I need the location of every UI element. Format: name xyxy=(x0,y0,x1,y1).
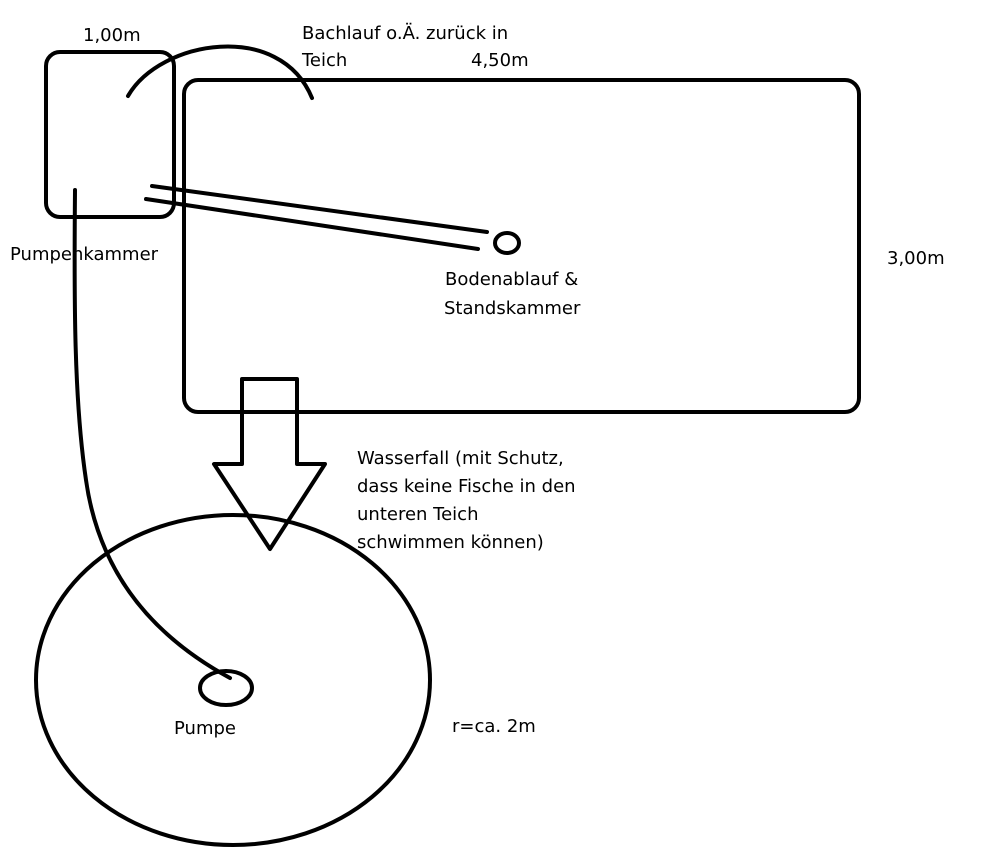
bachlauf-arc xyxy=(126,44,314,100)
pump xyxy=(198,669,254,707)
pond-length-label: 4,50m xyxy=(471,50,529,71)
bachlauf-label-line1: Bachlauf o.Ä. zurück in xyxy=(302,23,509,44)
wasserfall-label-line1: Wasserfall (mit Schutz, xyxy=(357,448,564,469)
bodenablauf-label-line2: Standskammer xyxy=(444,298,581,319)
upper-pond xyxy=(182,78,861,414)
wasserfall-label-line4: schwimmen können) xyxy=(357,532,544,553)
bachlauf-label-line2: Teich xyxy=(302,50,348,71)
pumpenkammer-width-label: 1,00m xyxy=(83,25,141,46)
pumpenkammer-label: Pumpenkammer xyxy=(10,244,159,265)
wasserfall-label-line2: dass keine Fische in den xyxy=(357,476,576,497)
waterfall-arrow xyxy=(212,377,327,551)
drain-pipe-lower xyxy=(144,197,480,251)
pumpenkammer-box xyxy=(44,50,176,219)
pond-width-label: 3,00m xyxy=(887,248,945,269)
pumpe-label: Pumpe xyxy=(174,718,236,739)
bodenablauf-label-line1: Bodenablauf & xyxy=(445,269,579,290)
radius-label: r=ca. 2m xyxy=(452,716,536,737)
lower-pond xyxy=(34,513,432,847)
bodenablauf-drain xyxy=(493,231,521,255)
pump-pipe xyxy=(72,188,232,680)
drain-pipe-upper xyxy=(150,184,489,234)
wasserfall-label-line3: unteren Teich xyxy=(357,504,479,525)
